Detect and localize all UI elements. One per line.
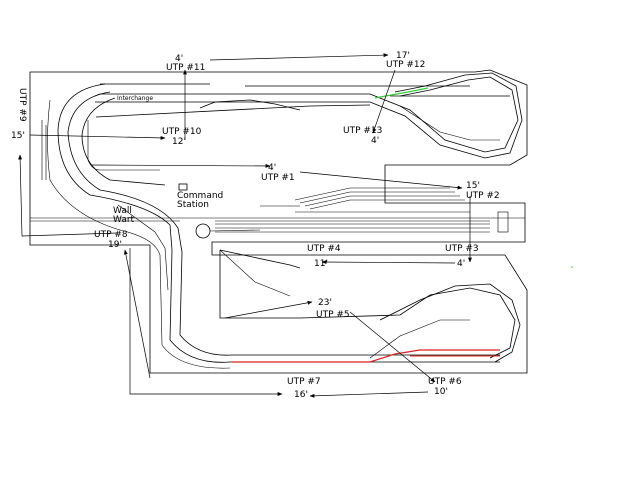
red-siding [232, 349, 500, 363]
utp10-length: 12' [172, 137, 186, 147]
utp8-length: 19' [108, 240, 122, 250]
utp11-name: UTP #11 [166, 63, 205, 73]
utp7-name: UTP #7 [287, 377, 321, 387]
benchwork-outline [29, 69, 528, 374]
utp5-name: UTP #5 [316, 310, 350, 320]
utp3-length: 4' [457, 259, 465, 269]
utp3-name: UTP #3 [445, 244, 479, 254]
utp7-length: 16' [294, 390, 308, 400]
utp13-name: UTP #13 [343, 126, 382, 136]
utp2-length: 15' [466, 181, 480, 191]
interchange-label: Interchange [117, 95, 153, 102]
utp1-length: 4' [268, 163, 276, 173]
utp1-name: UTP #1 [261, 173, 295, 183]
utp10-name: UTP #10 [162, 127, 202, 137]
green-siding [374, 87, 429, 99]
utp6-name: UTP #6 [428, 377, 462, 387]
wall-wart-label-1: Wall [113, 206, 132, 216]
utp-labels: 4' UTP #11 17' UTP #12 UTP #10 12' UTP #… [11, 51, 500, 400]
utp2-name: UTP #2 [466, 191, 500, 201]
middle-yard-tracks [30, 187, 525, 239]
turntable [195, 223, 211, 239]
wall-wart-label-2: Wart [113, 215, 135, 225]
utp5-length: 23' [318, 298, 332, 308]
left-turnback-tracks [41, 83, 500, 369]
utp11-length: 4' [175, 54, 183, 64]
utp-cable-runs [18, 53, 472, 398]
upper-mainline-tracks [94, 72, 523, 159]
stray-dot [571, 266, 573, 268]
utp12-name: UTP #12 [386, 60, 425, 70]
command-station-box [178, 183, 188, 191]
utp4-name: UTP #4 [307, 244, 341, 254]
yard-structure [497, 211, 509, 233]
utp4-length: 11' [314, 259, 328, 269]
utp6-length: 10' [434, 387, 448, 397]
lower-loop-tracks [219, 249, 521, 363]
command-station-label-2: Station [177, 200, 209, 210]
utp12-length: 17' [396, 51, 410, 61]
utp9-name: UTP #9 [17, 88, 27, 122]
utp8-name: UTP #8 [94, 230, 128, 240]
utp9-length: 15' [11, 131, 25, 141]
command-station-label-1: Command [177, 191, 223, 201]
utp13-length: 4' [371, 136, 379, 146]
